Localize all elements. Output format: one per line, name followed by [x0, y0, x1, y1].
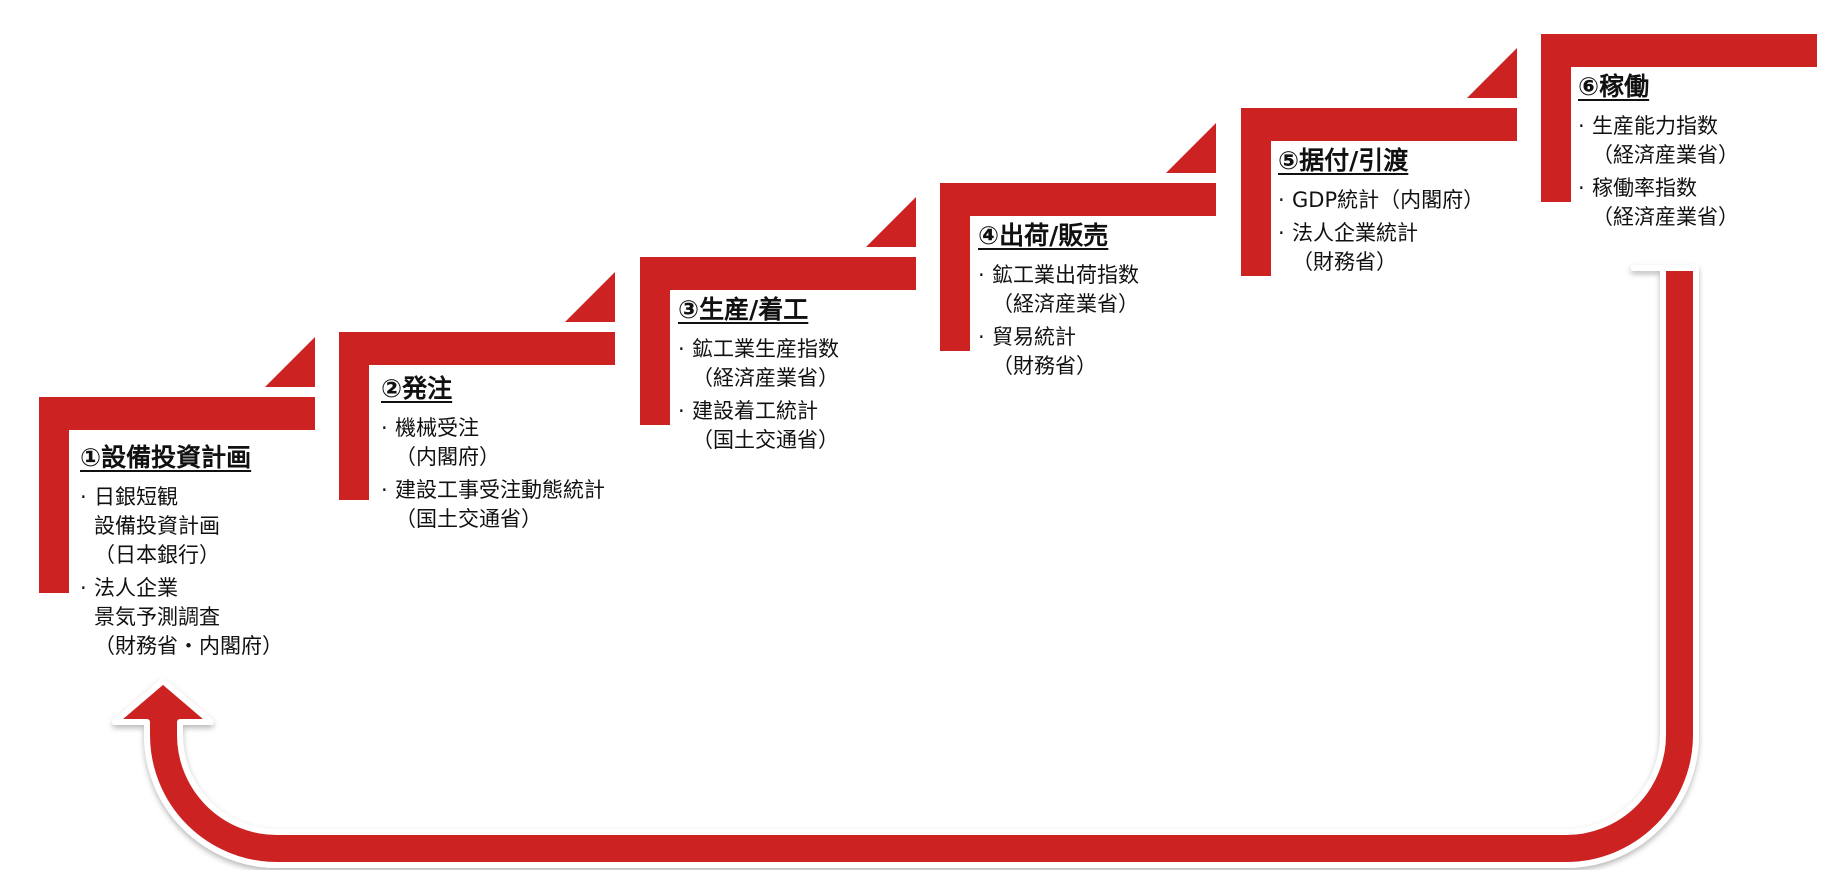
stage-items: 機械受注 （内閣府） 建設工事受注動態統計 （国土交通省）: [381, 414, 671, 534]
stage-5-installation-delivery: ⑤据付/引渡 GDP統計（内閣府） 法人企業統計 （財務省）: [1278, 145, 1568, 281]
step-post: [640, 257, 670, 425]
step-triangle-marker: [866, 197, 916, 247]
cycle-return-arrow: [112, 265, 1699, 868]
stage-title: ⑥稼働: [1578, 72, 1650, 101]
step-bar: [1541, 34, 1817, 67]
step-triangle-marker: [1166, 123, 1216, 173]
stage-item: 貿易統計 （財務省）: [978, 323, 1268, 381]
step-triangle-marker: [565, 272, 615, 322]
stage-3-production-start: ③生産/着工 鉱工業生産指数 （経済産業省） 建設着工統計 （国土交通省）: [678, 294, 968, 459]
stage-items: 鉱工業出荷指数 （経済産業省） 貿易統計 （財務省）: [978, 261, 1268, 381]
step-bar: [339, 332, 615, 365]
stage-item: 建設工事受注動態統計 （国土交通省）: [381, 476, 671, 534]
step-6-shape: [1541, 34, 1817, 202]
step-triangle-marker: [1467, 48, 1517, 98]
stage-4-shipment-sales: ④出荷/販売 鉱工業出荷指数 （経済産業省） 貿易統計 （財務省）: [978, 220, 1268, 385]
stage-item: 生産能力指数 （経済産業省）: [1578, 112, 1840, 170]
stage-item: 稼働率指数 （経済産業省）: [1578, 174, 1840, 232]
stage-items: 生産能力指数 （経済産業省） 稼働率指数 （経済産業省）: [1578, 112, 1840, 232]
step-post: [940, 183, 970, 351]
stage-items: GDP統計（内閣府） 法人企業統計 （財務省）: [1278, 186, 1568, 277]
step-1-shape: [39, 337, 315, 593]
step-post: [1541, 34, 1571, 202]
stage-items: 日銀短観 設備投資計画 （日本銀行） 法人企業 景気予測調査 （財務省・内閣府）: [80, 483, 370, 661]
stage-title: ②発注: [381, 374, 453, 403]
stage-2-order: ②発注 機械受注 （内閣府） 建設工事受注動態統計 （国土交通省）: [381, 373, 671, 538]
stage-title: ④出荷/販売: [978, 221, 1109, 250]
step-post: [1241, 108, 1271, 276]
stage-item: 鉱工業出荷指数 （経済産業省）: [978, 261, 1268, 319]
step-5-shape: [1241, 48, 1517, 276]
stage-item: 日銀短観 設備投資計画 （日本銀行）: [80, 483, 370, 570]
step-triangle-marker: [265, 337, 315, 387]
stage-item: GDP統計（内閣府）: [1278, 186, 1568, 215]
stage-item: 建設着工統計 （国土交通省）: [678, 397, 968, 455]
stage-items: 鉱工業生産指数 （経済産業省） 建設着工統計 （国土交通省）: [678, 335, 968, 455]
stage-6-operation: ⑥稼働 生産能力指数 （経済産業省） 稼働率指数 （経済産業省）: [1578, 71, 1840, 236]
step-bar: [39, 397, 315, 430]
stage-1-capital-investment-plan: ①設備投資計画 日銀短観 設備投資計画 （日本銀行） 法人企業 景気予測調査 （…: [80, 442, 370, 665]
step-2-shape: [339, 272, 615, 500]
step-bar: [1241, 108, 1517, 141]
stage-title: ③生産/着工: [678, 295, 809, 324]
step-4-shape: [940, 123, 1216, 351]
stage-item: 鉱工業生産指数 （経済産業省）: [678, 335, 968, 393]
step-shapes: [39, 34, 1817, 593]
stage-item: 法人企業統計 （財務省）: [1278, 219, 1568, 277]
stage-title: ⑤据付/引渡: [1278, 146, 1409, 175]
step-3-shape: [640, 197, 916, 425]
step-post: [39, 397, 69, 593]
step-post: [339, 332, 369, 500]
stage-item: 機械受注 （内閣府）: [381, 414, 671, 472]
stage-title: ①設備投資計画: [80, 443, 252, 472]
step-bar: [640, 257, 916, 290]
step-bar: [940, 183, 1216, 216]
stage-item: 法人企業 景気予測調査 （財務省・内閣府）: [80, 574, 370, 661]
